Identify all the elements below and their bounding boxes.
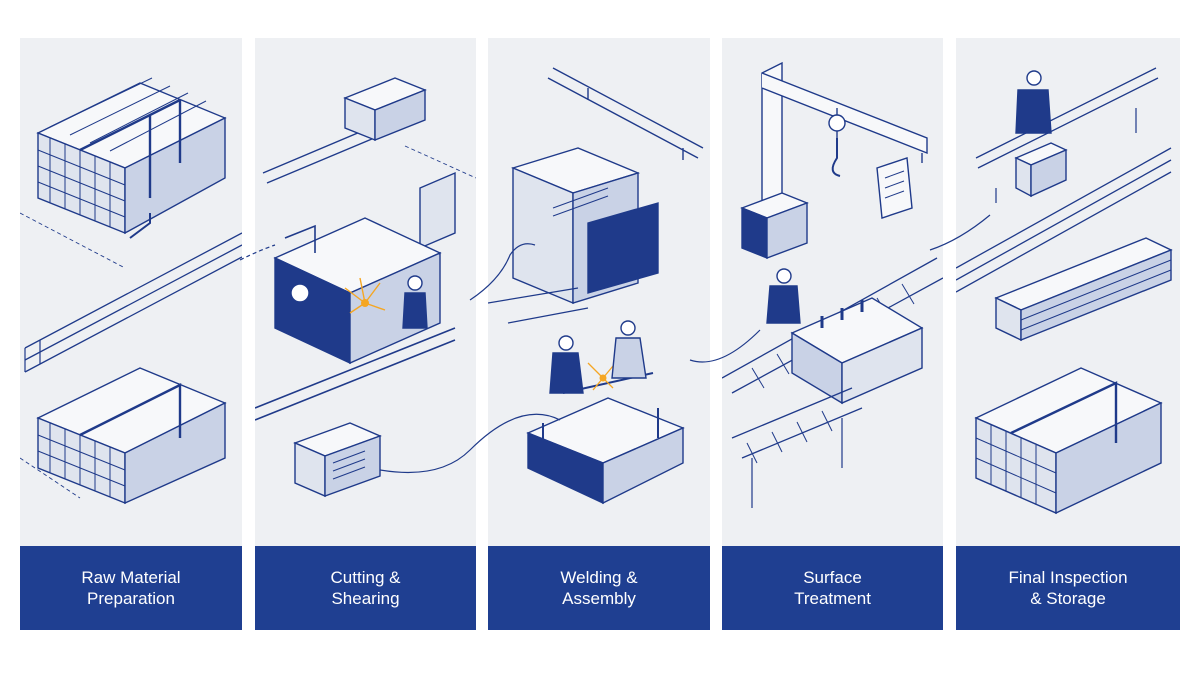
stage-panel-welding: Welding & Assembly [488, 38, 710, 630]
stage-title-line1: Final Inspection [1008, 568, 1128, 587]
stage-caption: Raw Material Preparation [20, 546, 242, 630]
stage-title-line1: Raw Material [81, 568, 181, 587]
stage-title-line2: Preparation [87, 589, 175, 608]
conveyor-crane-icon [722, 61, 943, 508]
stage-panel-final: Final Inspection & Storage [956, 38, 1180, 630]
stage-panel-cutting: Cutting & Shearing [255, 38, 476, 630]
stage-title-line2: Treatment [794, 589, 871, 608]
stage-caption: Welding & Assembly [488, 546, 710, 630]
stage-caption: Final Inspection & Storage [956, 546, 1180, 630]
cutting-machine-icon [255, 77, 476, 498]
stage-caption: Cutting & Shearing [255, 546, 476, 630]
stage-caption: Surface Treatment [722, 546, 943, 630]
welding-station-icon [488, 67, 704, 505]
stage-title-line1: Surface [803, 568, 862, 587]
stage-title-line1: Welding & [560, 568, 638, 587]
inspection-storage-icon [956, 67, 1173, 515]
stage-panel-surface: Surface Treatment [722, 38, 943, 630]
stage-title-line2: Assembly [562, 589, 636, 608]
stage-title-line1: Cutting & [330, 568, 401, 587]
stage-title-line2: & Storage [1030, 589, 1106, 608]
stage-panel-raw-material: Raw Material Preparation [20, 38, 242, 630]
stage-title-line2: Shearing [331, 589, 400, 608]
steel-bundles-icon [20, 77, 242, 505]
